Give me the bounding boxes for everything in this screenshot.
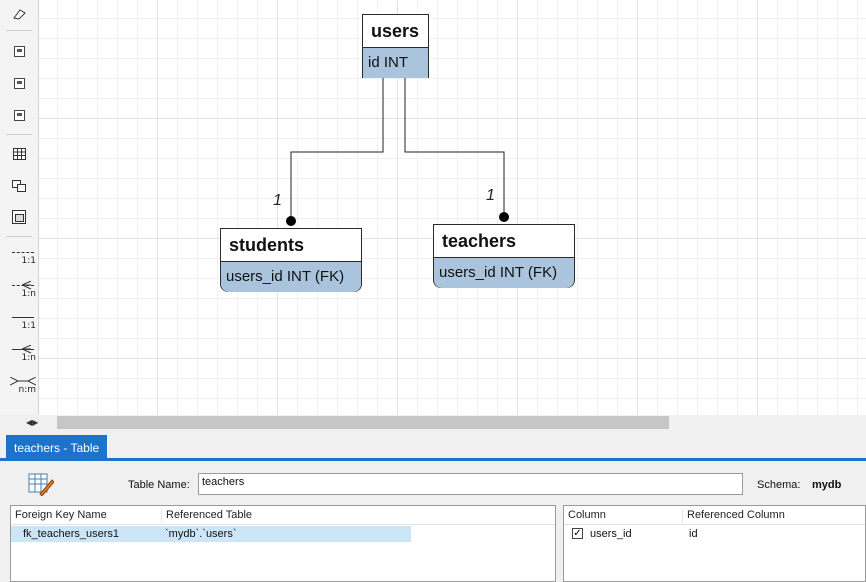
rel-1-1-nonidentifying-tool[interactable]: 1:1 — [8, 245, 36, 271]
column-checkbox[interactable]: ✓ — [572, 528, 583, 539]
column-header[interactable]: Column — [568, 509, 606, 521]
schema-label: Schema: — [757, 479, 801, 491]
eraser-icon — [13, 9, 26, 20]
column-header[interactable]: Referenced Table — [161, 509, 252, 523]
rel-1-n-identifying-tool[interactable]: 1:n — [8, 342, 36, 368]
tab-teachers-table[interactable]: teachers - Table — [6, 435, 108, 461]
users-teachers-connector — [404, 78, 505, 216]
column-header[interactable]: Foreign Key Name — [15, 509, 107, 521]
fk-columns-grid[interactable]: Column Referenced Column ✓ users_id id — [563, 505, 866, 582]
schema-value: mydb — [812, 479, 842, 491]
table-row[interactable]: ✓ users_id id — [564, 526, 865, 542]
scrollbar-thumb[interactable] — [57, 416, 669, 429]
students-connector-dot — [286, 216, 296, 226]
users-entity[interactable]: users id INT — [362, 14, 429, 78]
foreign-keys-grid[interactable]: Foreign Key Name Referenced Table fk_tea… — [10, 505, 556, 582]
rel-1-1-identifying-tool[interactable]: 1:1 — [8, 310, 36, 336]
relationship-lines — [286, 78, 509, 226]
routine-group-icon — [12, 210, 26, 224]
students-entity[interactable]: students users_id INT (FK) — [220, 228, 362, 292]
table-name-label: Table Name: — [128, 479, 190, 491]
fk-name-cell[interactable]: fk_teachers_users1 — [23, 528, 119, 540]
routine-group-tool-icon[interactable] — [0, 206, 38, 228]
editor-tabstrip: teachers - Table — [0, 431, 866, 461]
rel-1-n-nonidentifying-tool[interactable]: 1:n — [8, 278, 36, 304]
layer-tool-icon[interactable] — [0, 40, 38, 62]
entity-title: students — [221, 229, 361, 262]
crowfoot-icon — [22, 281, 32, 290]
entity-attribute: users_id INT (FK) — [221, 262, 361, 292]
eraser-tool-icon[interactable] — [0, 3, 38, 25]
layer-icon — [13, 45, 25, 57]
table-tool-icon[interactable] — [0, 143, 38, 165]
image-icon — [13, 109, 25, 121]
view-tool-icon[interactable] — [0, 175, 38, 197]
scroll-left-arrow-icon[interactable]: ◀▶ — [26, 418, 39, 427]
teachers-entity[interactable]: teachers users_id INT (FK) — [433, 224, 575, 288]
table-editor-panel: Table Name: teachers Schema: mydb Foreig… — [0, 461, 866, 582]
table-row[interactable]: fk_teachers_users1 `mydb`.`users` — [11, 526, 555, 542]
note-icon — [13, 77, 25, 89]
users-students-connector — [290, 78, 384, 220]
view-icon — [12, 180, 26, 192]
many-to-many-icon — [10, 377, 36, 386]
ref-column-cell[interactable]: id — [689, 528, 698, 540]
canvas-horizontal-scrollbar[interactable]: ◀▶ — [0, 415, 866, 431]
fk-ref-table-cell[interactable]: `mydb`.`users` — [165, 528, 237, 540]
rel-n-m-tool[interactable]: n:m — [8, 374, 36, 400]
teachers-connector-dot — [499, 212, 509, 222]
image-tool-icon[interactable] — [0, 104, 38, 126]
teachers-cardinality: 1 — [486, 187, 495, 204]
entity-title: teachers — [434, 225, 574, 258]
tool-palette: 1:1 1:n 1:1 1:n n:m — [0, 0, 39, 415]
diagram-canvas[interactable]: 1 1 users id INT students users_id INT (… — [39, 0, 866, 415]
table-icon — [12, 148, 26, 160]
entity-attribute: id INT — [363, 48, 428, 78]
table-name-input[interactable]: teachers — [198, 473, 743, 495]
column-header[interactable]: Referenced Column — [682, 509, 785, 523]
entity-title: users — [363, 15, 428, 48]
note-tool-icon[interactable] — [0, 72, 38, 94]
column-cell[interactable]: users_id — [590, 528, 632, 540]
students-cardinality: 1 — [273, 192, 282, 209]
table-editor-icon — [28, 473, 54, 496]
crowfoot-icon — [22, 345, 32, 354]
entity-attribute: users_id INT (FK) — [434, 258, 574, 288]
